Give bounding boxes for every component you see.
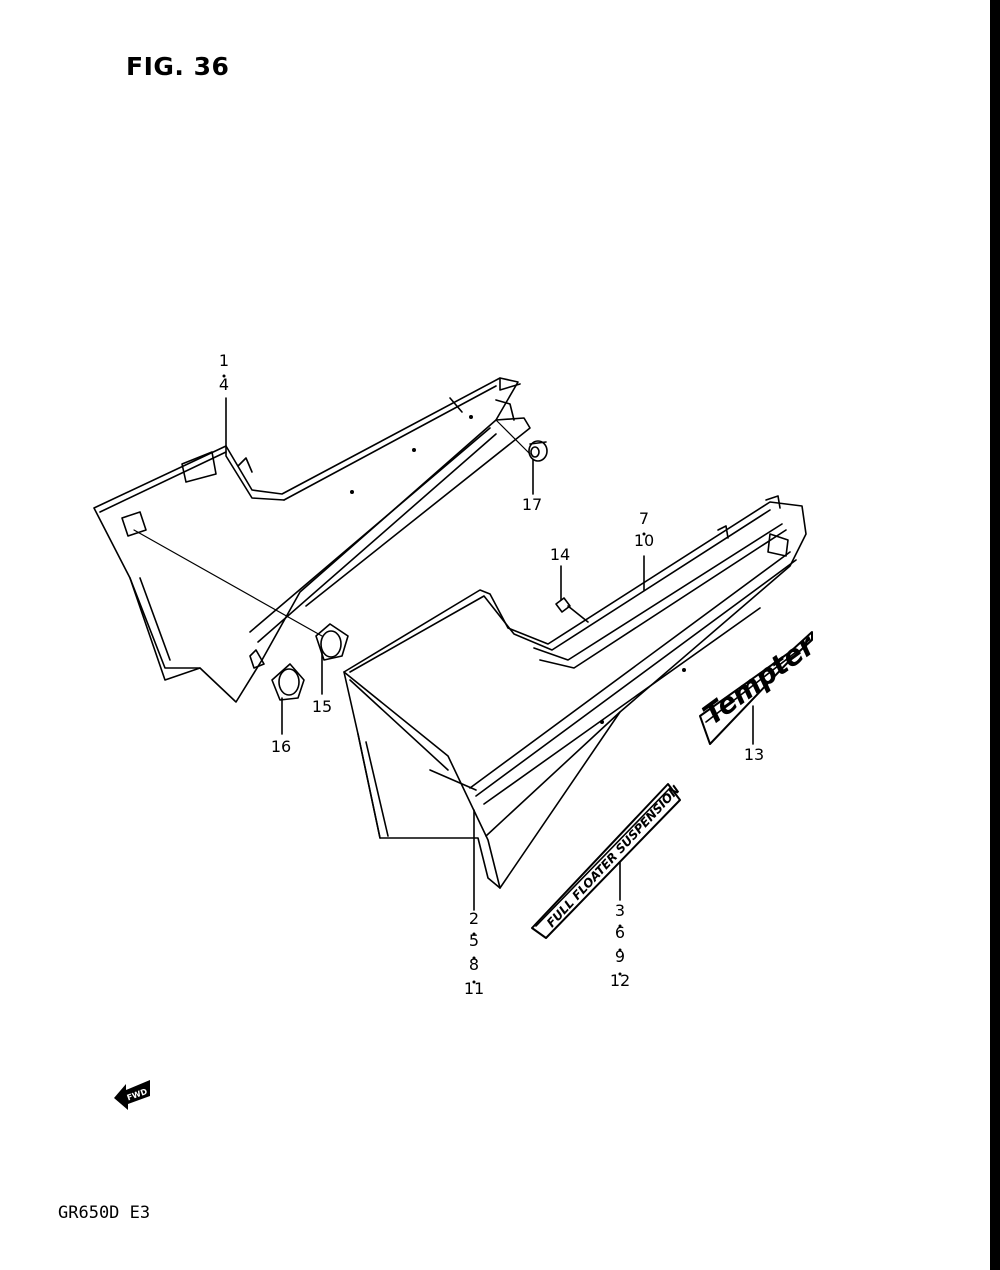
callout-16: 16 xyxy=(271,737,291,756)
grommet-16 xyxy=(271,663,305,701)
callout-3: 3 xyxy=(615,901,625,920)
callout-12: 12 xyxy=(610,971,630,990)
callout-5: 5 xyxy=(469,931,479,950)
figure-title: FIG. 36 xyxy=(126,52,230,81)
callout-6: 6 xyxy=(615,923,625,942)
callout-14: 14 xyxy=(550,545,570,564)
grommet-17 xyxy=(528,440,548,462)
callout-11: 11 xyxy=(464,979,484,998)
callout-9: 9 xyxy=(615,947,625,966)
suspension-badge-text: FULL FLOATER SUSPENSION xyxy=(544,783,683,930)
callout-17: 17 xyxy=(522,495,542,514)
grommet-15 xyxy=(315,623,349,661)
callout-15: 15 xyxy=(312,697,332,716)
callout-13: 13 xyxy=(744,745,764,764)
clip-14 xyxy=(555,597,589,623)
callout-7: 7 xyxy=(639,509,649,528)
page-edge-bar xyxy=(990,0,1000,1270)
tempter-emblem xyxy=(699,631,813,745)
callout-2: 2 xyxy=(469,909,479,928)
callout-4: 4 xyxy=(219,375,229,394)
callout-1: 1 xyxy=(219,351,229,370)
fwd-arrow-icon: FWD xyxy=(114,1080,150,1110)
callout-8: 8 xyxy=(469,955,479,974)
left-frame-cover xyxy=(93,377,531,703)
tempter-emblem-text: Tempter xyxy=(697,627,823,731)
callout-10: 10 xyxy=(634,531,654,550)
suspension-badge xyxy=(531,783,681,939)
right-frame-cover xyxy=(343,495,807,889)
model-code: GR650D E3 xyxy=(58,1203,151,1223)
